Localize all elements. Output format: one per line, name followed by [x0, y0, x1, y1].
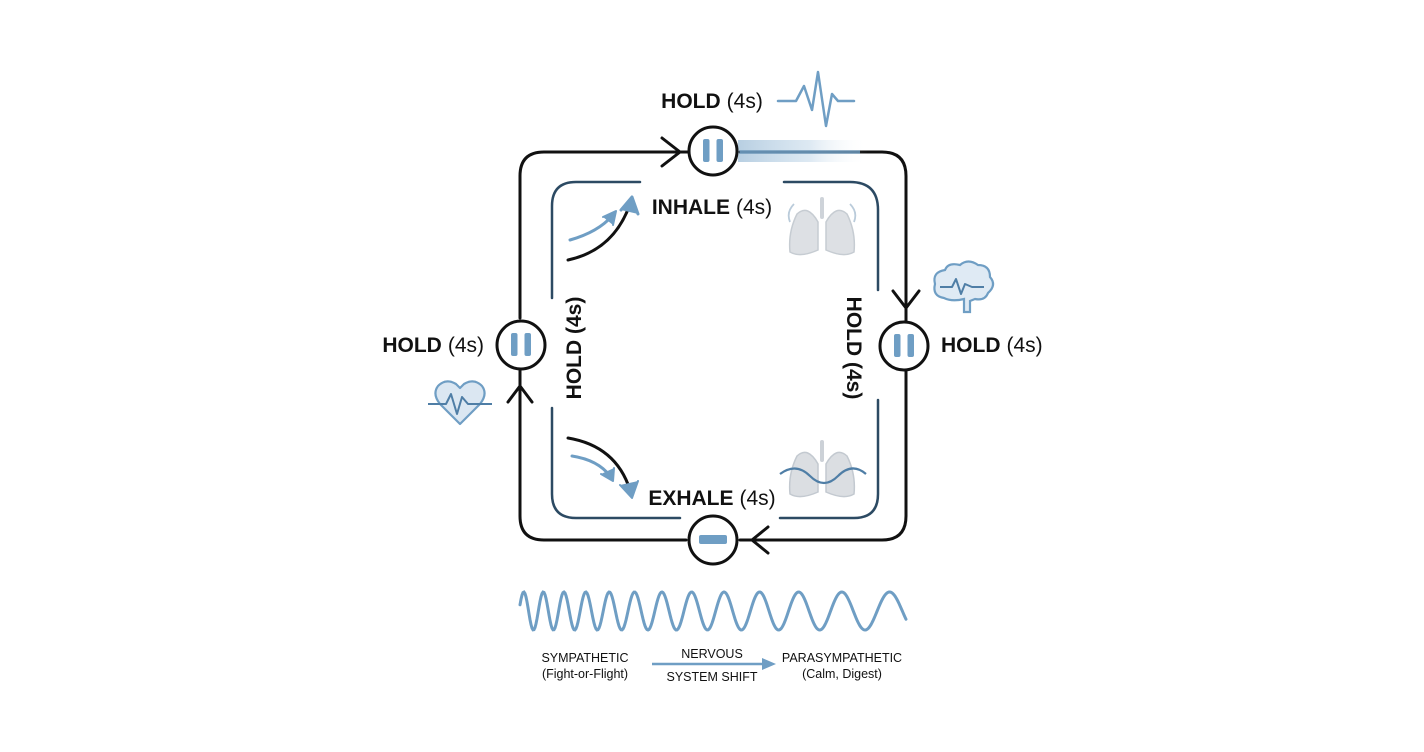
inner-cycle [550, 180, 880, 520]
sympathetic-subtitle: (Fight-or-Flight) [542, 667, 628, 681]
arrow-into-exhale [750, 525, 770, 555]
heartbeat-icon [776, 70, 856, 128]
brain-icon [933, 260, 995, 314]
pause-icon [894, 334, 914, 357]
inner-top-left [550, 180, 642, 300]
pause-icon [703, 139, 723, 162]
exhale-node-bottom [687, 514, 739, 566]
outer-left-top-path [518, 150, 690, 320]
inner-top-right [782, 180, 880, 292]
sympathetic-title: SYMPATHETIC [541, 651, 628, 665]
shift-line2: SYSTEM SHIFT [667, 670, 758, 684]
right-hold-label: HOLD(4s) [941, 334, 1043, 357]
parasympathetic-title: PARASYMPATHETIC [782, 651, 902, 665]
parasympathetic-subtitle: (Calm, Digest) [802, 667, 882, 681]
flow-arrowheads [506, 136, 921, 555]
arrow-into-left-hold [506, 384, 534, 404]
inner-bottom-left [550, 406, 682, 520]
lungs-inhale-icon [787, 197, 857, 256]
arrow-into-top-hold [660, 136, 682, 168]
outer-bottom-left-path [518, 368, 688, 542]
heart-icon [428, 380, 492, 426]
hold-node-top [687, 125, 739, 177]
pause-icon [511, 333, 531, 356]
exhale-curved-arrows [566, 436, 639, 499]
lungs-exhale-icon [779, 440, 867, 498]
outer-right-bottom-path [738, 368, 908, 542]
inhale-curved-arrows [566, 195, 640, 262]
nervous-system-wave [518, 590, 908, 632]
outer-cycle [518, 150, 908, 542]
hold-node-left [495, 319, 547, 371]
inner-right-hold-label: HOLD (4s) [842, 297, 865, 400]
inner-left-hold-label: HOLD (4s) [563, 297, 586, 400]
top-hold-label: HOLD(4s) [661, 90, 763, 113]
left-hold-label: HOLD(4s) [382, 334, 484, 357]
arrow-into-right-hold [891, 289, 921, 310]
shift-line1: NERVOUS [681, 647, 743, 661]
minus-icon [699, 535, 727, 544]
exhale-label: EXHALE(4s) [648, 487, 775, 510]
hold-node-right [878, 320, 930, 372]
inhale-label: INHALE(4s) [652, 196, 772, 219]
shift-arrow-head [762, 658, 776, 670]
inner-bottom-right [778, 398, 880, 520]
outer-top-right-path [738, 150, 908, 324]
